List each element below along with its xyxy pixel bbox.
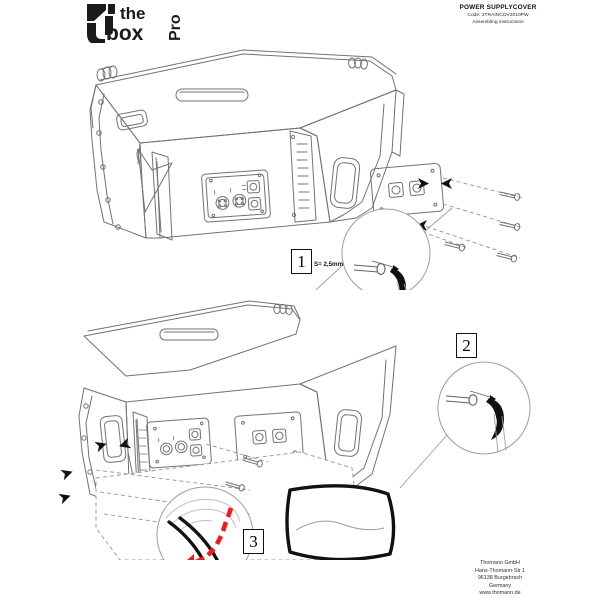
footer-address: Thomann GmbH Hans-Thomann-Str.1 96138 Bu… xyxy=(400,560,600,598)
product-code: Code: 2TRAINCOV2010PW xyxy=(467,13,529,18)
figure-bottom-assembly xyxy=(0,292,600,560)
detail-circle-step3 xyxy=(156,486,254,560)
svg-text:box: box xyxy=(106,22,144,43)
detail-circle-step1 xyxy=(315,207,453,290)
detail-circle-step2 xyxy=(399,361,531,489)
pull-direction-arrow xyxy=(194,507,234,560)
step-1-note: S= 2,5mm xyxy=(314,261,344,268)
footer-country: Germany xyxy=(488,582,512,589)
step-badge-2: 2 xyxy=(456,333,477,358)
brand-logo: the box Pro xyxy=(84,1,202,45)
document-header: POWER SUPPLYCOVER Code: 2TRAINCOV2010PW … xyxy=(398,4,598,26)
footer-street: Hans-Thomann-Str.1 xyxy=(474,567,526,574)
document-subtitle: Assembling instructions xyxy=(472,20,524,25)
step-badge-1: 1 xyxy=(291,249,312,274)
footer-company: Thomann GmbH xyxy=(480,560,520,566)
step-badge-3: 3 xyxy=(243,529,264,554)
figure-top-assembly xyxy=(0,32,600,290)
svg-text:Pro: Pro xyxy=(167,14,184,41)
page-title: POWER SUPPLYCOVER xyxy=(459,4,537,11)
footer-website: www.thomann.de xyxy=(479,590,521,597)
footer-city: 96138 Burgebrach xyxy=(477,575,523,582)
svg-text:the: the xyxy=(120,4,146,23)
assembly-arrows-bottom xyxy=(58,437,132,505)
